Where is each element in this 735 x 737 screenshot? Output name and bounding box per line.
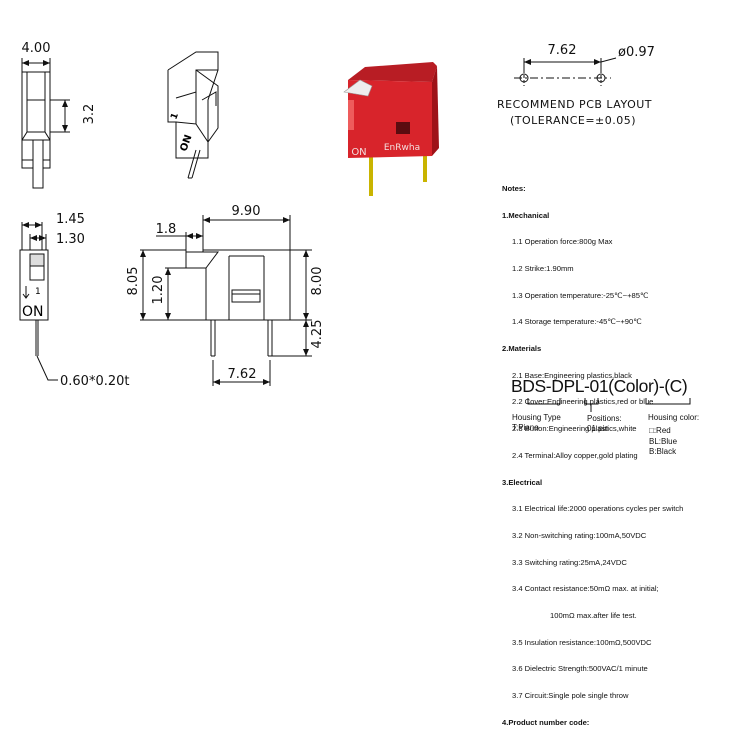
front-on-mark: ON	[22, 304, 44, 320]
photo-brand-mark: EnRwha	[384, 143, 420, 153]
dim-body-height: 8.00	[310, 267, 325, 296]
dim-lead-section: 0.60*0.20t	[60, 374, 130, 389]
side-elevation	[140, 215, 312, 386]
dim-hole-diameter: ø0.97	[618, 45, 655, 60]
note-line: 2.Materials	[502, 344, 542, 354]
isometric-outline	[167, 51, 219, 179]
note-line: 4.Product number code:	[502, 717, 590, 727]
side-view	[21, 58, 70, 189]
note-line: 1.4 Storage temperature:-45℃~+90℃	[512, 317, 642, 327]
note-line: 1.2 Strike:1.90mm	[512, 263, 574, 273]
dim-side-height: 3.2	[82, 104, 97, 125]
dim-base-height: 1.20	[151, 276, 166, 305]
notes-title: Notes:	[502, 183, 526, 193]
dim-lead-length: 4.25	[310, 320, 325, 349]
code-connectors	[527, 398, 691, 412]
dim-front-w2: 1.30	[56, 232, 85, 247]
dim-pcb-pitch: 7.62	[548, 43, 577, 58]
iso-on-mark: ON	[178, 133, 194, 153]
note-line: 1.3 Operation temperature:-25℃~+85℃	[512, 290, 649, 300]
drawing-canvas: 4.00 3.2 ON 1 EnRwha ON 7.62	[19, 41, 691, 412]
dim-front-w1: 1.45	[56, 212, 85, 227]
note-line: 3.1 Electrical life:2000 operations cycl…	[512, 504, 684, 514]
note-line: 3.Electrical	[502, 477, 543, 487]
label-positions-value: 01 pin	[587, 424, 609, 433]
switch-photo	[343, 62, 439, 196]
note-line: 3.2 Non-switching rating:100mA,50VDC	[512, 530, 647, 540]
note-line: 3.5 Insulation resistance:100mΩ,500VDC	[512, 637, 652, 647]
label-housing-color: Housing color:	[648, 413, 700, 422]
note-line: 2.3 Button:Engineering plastics,white	[512, 424, 637, 434]
dim-pin-pitch: 7.62	[228, 367, 257, 382]
label-color-black: B:Black	[649, 447, 677, 456]
pcb-layout-title: RECOMMEND PCB LAYOUT	[497, 98, 652, 111]
note-line: 2.4 Terminal:Alloy copper,gold plating	[512, 450, 638, 460]
label-housing-type: Housing Type	[512, 413, 561, 422]
note-line: 2.1 Base:Engineering plastics,black	[512, 370, 632, 380]
note-line: 3.4 Contact resistance:50mΩ max. at init…	[512, 584, 659, 594]
note-line: 3.6 Dielectric Strength:500VAC/1 minute	[512, 664, 648, 674]
dim-side-width: 4.00	[22, 41, 51, 56]
note-line: 100mΩ max.after life test.	[550, 611, 637, 621]
iso-one-mark: 1	[169, 112, 181, 121]
label-housing-type-value: T:Piano	[512, 423, 539, 432]
front-one-mark: 1	[35, 287, 41, 297]
note-line: 1.1 Operation force:800g Max	[512, 237, 613, 247]
front-view	[19, 222, 58, 381]
product-code: BDS-DPL-01(Color)-(C)	[511, 376, 688, 396]
dim-step: 1.8	[156, 222, 177, 237]
pcb-layout	[514, 57, 617, 86]
note-line: 3.3 Switching rating:25mA,24VDC	[512, 557, 627, 567]
note-line: 3.7 Circuit:Single pole single throw	[512, 691, 629, 701]
dim-overall-height: 8.05	[126, 267, 141, 296]
pcb-tolerance: (TOLERANCE=±0.05)	[510, 114, 636, 127]
label-positions: Positions:	[587, 414, 622, 423]
label-color-red: □:Red	[649, 426, 671, 435]
note-line: 2.2 Cover:Engineering plastics,red or bl…	[512, 397, 654, 407]
note-line: 1.Mechanical	[502, 210, 550, 220]
label-color-blue: BL:Blue	[649, 437, 678, 446]
photo-on-mark: ON	[351, 147, 366, 158]
dim-body-length: 9.90	[232, 204, 261, 219]
